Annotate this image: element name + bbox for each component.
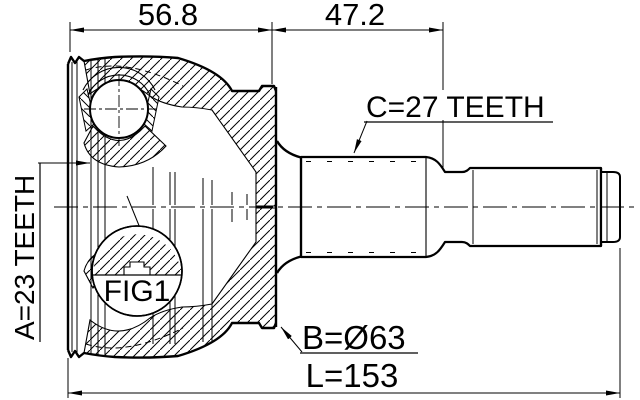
fig1-label: FIG1 bbox=[104, 275, 171, 308]
ball-crosshair bbox=[84, 74, 156, 146]
c-leader bbox=[353, 120, 368, 154]
shaft-fillet-upper bbox=[275, 140, 302, 159]
dim-text-56-8: 56.8 bbox=[138, 0, 198, 32]
c-label-text: C=27 TEETH bbox=[366, 91, 545, 124]
b-leader bbox=[280, 326, 303, 353]
fig1-detail: FIG1 bbox=[91, 195, 183, 317]
fig1-leader bbox=[126, 195, 141, 229]
a-label-text: A=23 TEETH bbox=[9, 175, 40, 340]
label-b-diameter: B=Ø63 bbox=[280, 319, 418, 356]
hidden-groove-arc-lower bbox=[85, 327, 184, 349]
housing-contour-upper bbox=[66, 55, 278, 93]
fig1-circle-outline bbox=[91, 225, 183, 317]
label-a-23-teeth: A=23 TEETH bbox=[9, 160, 90, 342]
dim-text-length: L=153 bbox=[306, 357, 399, 394]
hidden-groove-arc-upper bbox=[85, 65, 184, 87]
dimension-lines bbox=[68, 27, 620, 396]
shaft-fillet-lower bbox=[275, 255, 302, 274]
c-label-backplate bbox=[362, 90, 558, 120]
housing-contour-lower bbox=[66, 321, 278, 359]
label-c-27-teeth: C=27 TEETH bbox=[353, 90, 558, 154]
bearing-ball bbox=[89, 79, 149, 139]
fig1-hatch-segment bbox=[92, 234, 182, 275]
fig1-tooth-profile bbox=[123, 261, 151, 276]
dim-text-47-2: 47.2 bbox=[325, 0, 385, 32]
b-label-text: B=Ø63 bbox=[302, 319, 406, 356]
cage-arc-outer bbox=[82, 66, 156, 91]
